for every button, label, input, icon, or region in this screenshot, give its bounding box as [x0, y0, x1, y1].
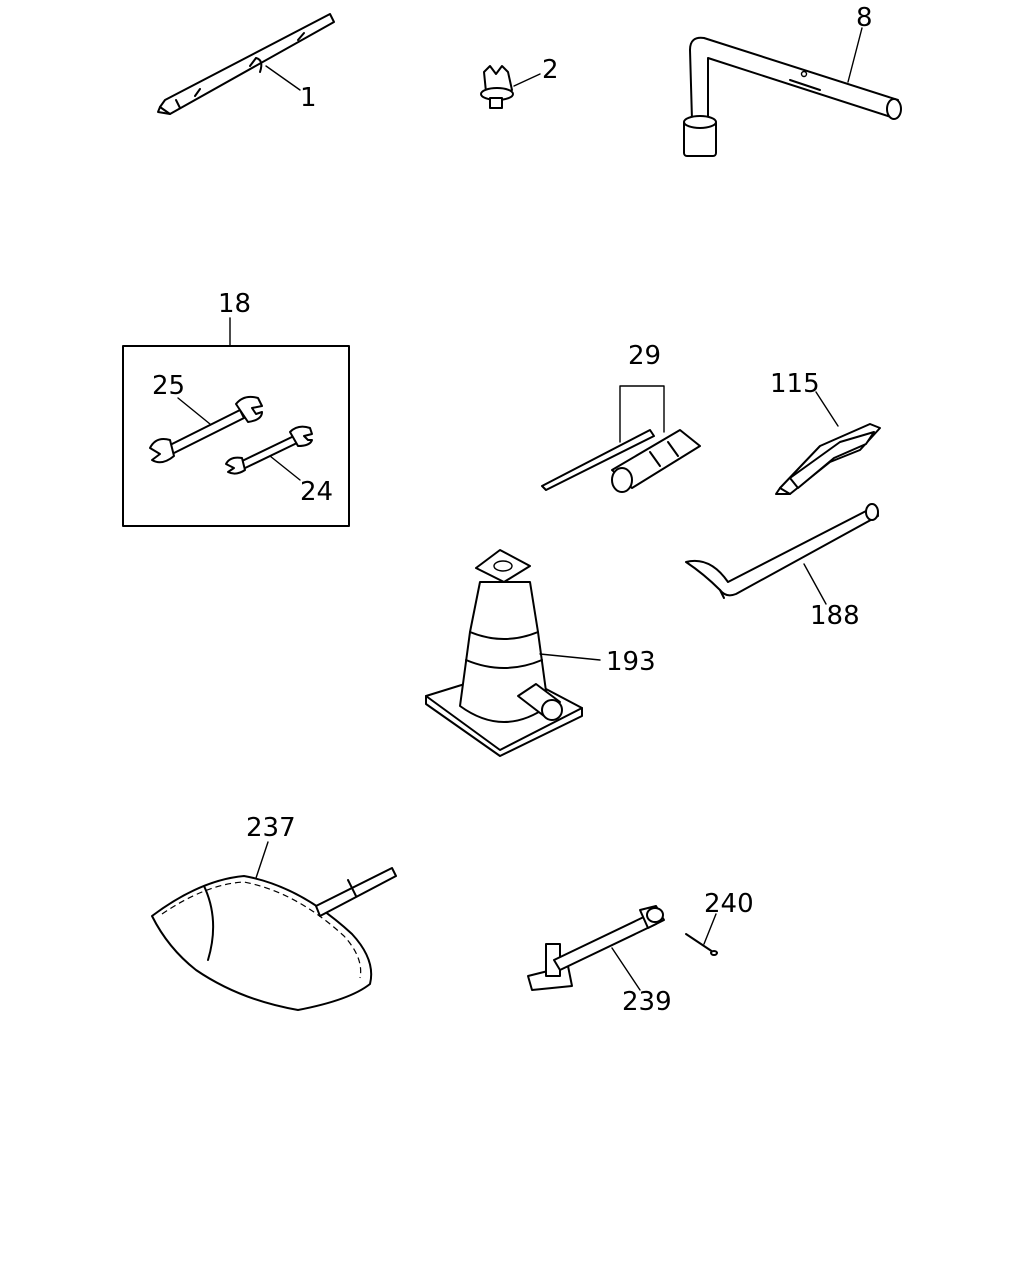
part-1-handle — [157, 13, 335, 115]
callout-237: 237 — [246, 813, 296, 843]
callout-239: 239 — [622, 987, 672, 1017]
wrench-set-box — [122, 345, 350, 527]
part-239-crank — [527, 905, 665, 991]
part-8-wheel-wrench — [683, 36, 902, 157]
part-237-tool-bag — [151, 867, 397, 1011]
leader-188 — [803, 563, 827, 605]
leader-25 — [177, 397, 211, 425]
leader-239 — [611, 947, 641, 991]
part-25-wrench — [149, 395, 263, 464]
part-240-pin — [685, 933, 718, 956]
part-193-jack — [425, 549, 583, 757]
callout-25: 25 — [152, 371, 185, 401]
callout-29: 29 — [628, 341, 661, 371]
callout-193: 193 — [606, 647, 656, 677]
callout-24: 24 — [300, 477, 333, 507]
part-24-wrench — [225, 425, 313, 475]
callout-188: 188 — [810, 601, 860, 631]
callout-18: 18 — [218, 289, 251, 319]
leader-1 — [265, 65, 301, 91]
part-188-lever — [685, 503, 879, 599]
callout-2: 2 — [542, 55, 559, 85]
part-2-clip — [480, 65, 514, 109]
callout-240: 240 — [704, 889, 754, 919]
leader-2 — [513, 73, 541, 87]
part-115-pliers — [775, 423, 881, 495]
part-29-screwdriver — [541, 429, 701, 493]
callout-115: 115 — [770, 369, 820, 399]
leader-8 — [847, 27, 863, 83]
leader-24 — [269, 455, 301, 481]
leader-193 — [539, 653, 601, 661]
leader-237 — [255, 841, 269, 879]
callout-8: 8 — [856, 3, 873, 33]
leader-115 — [815, 391, 839, 427]
leader-29 — [619, 385, 665, 443]
leader-240 — [703, 913, 717, 945]
callout-1: 1 — [300, 83, 317, 113]
